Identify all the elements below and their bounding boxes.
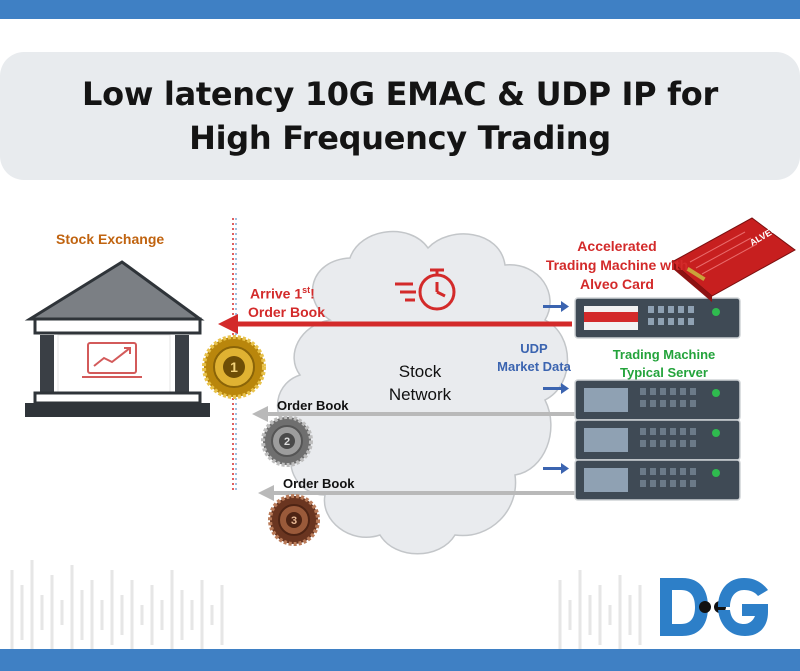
page-title-line-1: Low latency 10G EMAC & UDP IP for bbox=[82, 75, 718, 113]
accelerated-line-3: Alveo Card bbox=[580, 276, 654, 292]
gold-medal-icon: 1 bbox=[202, 335, 266, 399]
svg-text:2: 2 bbox=[284, 436, 290, 448]
trading-typical-line-2: Typical Server bbox=[620, 365, 708, 380]
order-book-label-3: Order Book bbox=[283, 476, 355, 491]
udp-market-data-label: UDP Market Data bbox=[482, 340, 586, 376]
title-banner: Low latency 10G EMAC & UDP IP for High F… bbox=[0, 52, 800, 180]
stock-network-line-1: Stock bbox=[398, 362, 442, 381]
top-accent-bar bbox=[0, 0, 800, 19]
arrive-first-text: Arrive 1 bbox=[250, 285, 303, 302]
order-book-arrow-2 bbox=[252, 406, 575, 422]
stock-exchange-label: Stock Exchange bbox=[56, 231, 165, 247]
bronze-medal-icon: 3 bbox=[268, 494, 320, 546]
arrive-first-label: Arrive 1st! bbox=[250, 285, 315, 302]
silver-medal-icon: 2 bbox=[261, 415, 313, 467]
order-book-label-1: Order Book bbox=[248, 304, 326, 320]
trading-typical-line-1: Trading Machine bbox=[612, 347, 716, 362]
svg-text:1: 1 bbox=[230, 359, 238, 375]
trading-machine-typical-label: Trading Machine Typical Server bbox=[596, 346, 732, 382]
arrive-first-sup: st bbox=[302, 285, 311, 295]
stock-network-line-2: Network bbox=[388, 385, 452, 404]
order-book-arrow-3 bbox=[258, 485, 575, 501]
alveo-card-icon: ALVEO bbox=[671, 217, 796, 302]
bottom-accent-bar bbox=[0, 649, 800, 671]
stopwatch-icon bbox=[395, 268, 456, 311]
stock-network-label: Stock Network bbox=[370, 360, 470, 406]
udp-line-1: UDP bbox=[520, 341, 548, 356]
chart-monitor-icon bbox=[82, 342, 142, 378]
bank-building-icon bbox=[24, 260, 210, 417]
accelerated-line-2: Trading Machine with bbox=[545, 257, 689, 273]
sound-wave-icon bbox=[10, 560, 642, 650]
accelerated-server-icon bbox=[574, 297, 741, 339]
order-book-label-2: Order Book bbox=[277, 398, 349, 413]
dg-logo-mark bbox=[660, 578, 768, 636]
page-title-line-2: High Frequency Trading bbox=[189, 119, 611, 157]
udp-input-arrows bbox=[543, 301, 569, 474]
arrive-first-suffix: ! bbox=[310, 285, 315, 302]
dg-logo bbox=[660, 578, 768, 636]
accelerated-machine-label: Accelerated Trading Machine with Alveo C… bbox=[522, 237, 712, 294]
svg-text:3: 3 bbox=[291, 515, 297, 527]
accelerated-line-1: Accelerated bbox=[577, 238, 657, 254]
server-rack-icon bbox=[574, 379, 741, 501]
udp-line-2: Market Data bbox=[497, 359, 571, 374]
